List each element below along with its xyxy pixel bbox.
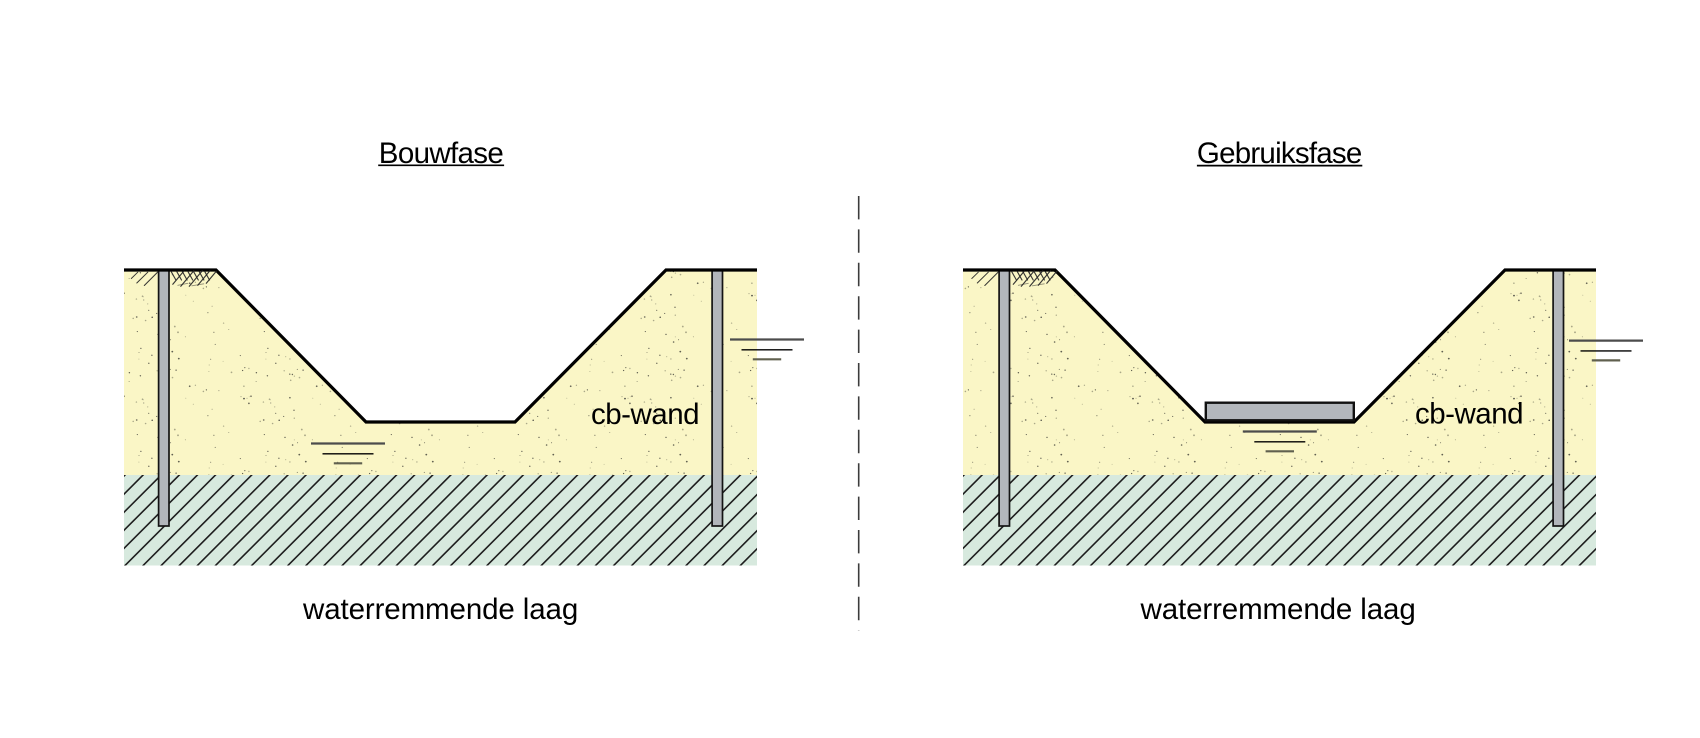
svg-text:waterremmende laag: waterremmende laag xyxy=(1140,593,1416,626)
svg-text:cb-wand: cb-wand xyxy=(1415,398,1523,431)
svg-text:waterremmende laag: waterremmende laag xyxy=(302,593,578,626)
svg-text:Gebruiksfase: Gebruiksfase xyxy=(1197,137,1362,170)
svg-text:cb-wand: cb-wand xyxy=(591,398,699,431)
